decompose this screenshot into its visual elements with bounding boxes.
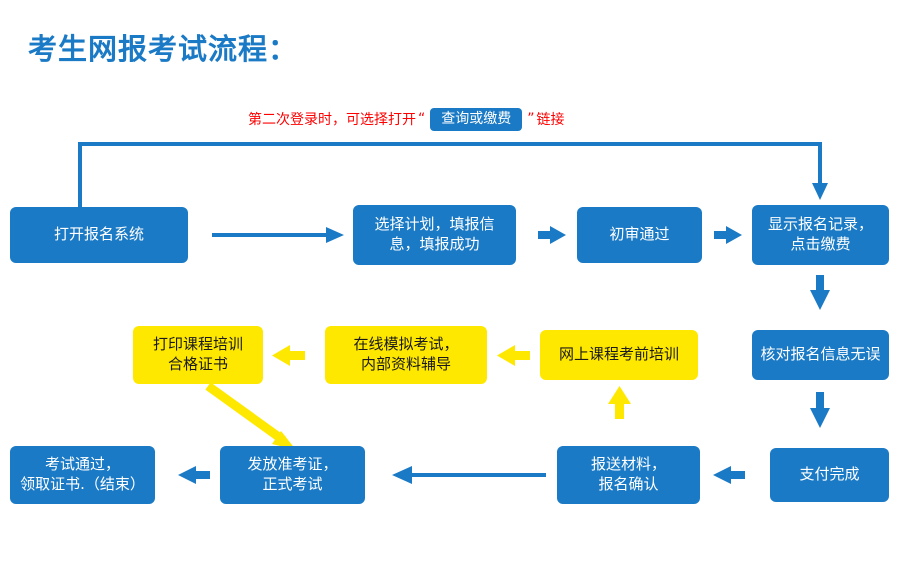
page-title: 考生网报考试流程： xyxy=(28,32,299,66)
node-verify-registration-info[interactable]: 核对报名信息无误 xyxy=(752,330,889,380)
node-online-mock-exam[interactable]: 在线模拟考试， 内部资料辅导 xyxy=(325,326,487,384)
annotation-suffix: 链接 xyxy=(536,112,565,128)
node-issue-admission-ticket[interactable]: 发放准考证， 正式考试 xyxy=(220,446,365,504)
node-select-plan-fill-info[interactable]: 选择计划，填报信 息，填报成功 xyxy=(353,205,516,265)
connector-n10-n11 xyxy=(392,466,546,484)
connector-loop-top xyxy=(78,142,828,207)
connector-n8-n11 xyxy=(205,382,296,450)
connector-n1-n2 xyxy=(212,227,344,243)
connector-n3-n4 xyxy=(714,226,742,244)
node-online-pre-exam-training[interactable]: 网上课程考前培训 xyxy=(540,330,698,380)
connector-n9-n10 xyxy=(713,466,745,484)
node-submit-materials-confirm[interactable]: 报送材料， 报名确认 xyxy=(557,446,700,504)
node-payment-complete[interactable]: 支付完成 xyxy=(770,448,889,502)
connector-n7-n8 xyxy=(272,345,305,366)
annotation-close-quote: ” xyxy=(527,111,535,127)
connector-n5-n9 xyxy=(810,392,830,428)
connector-n2-n3 xyxy=(538,226,566,244)
annotation-open-quote: “ xyxy=(418,111,426,127)
node-open-registration-system[interactable]: 打开报名系统 xyxy=(10,207,188,263)
annotation-prefix: 第二次登录时，可选择打开 xyxy=(248,112,416,128)
annotation-note: 第二次登录时，可选择打开 “ 查询或缴费 ” 链接 xyxy=(248,106,565,132)
connector-n11-n12 xyxy=(178,466,210,484)
query-or-pay-button[interactable]: 查询或缴费 xyxy=(430,107,523,131)
node-initial-review-passed[interactable]: 初审通过 xyxy=(577,207,702,263)
connector-n4-n5 xyxy=(810,275,830,310)
connector-n10-n6 xyxy=(608,386,631,419)
node-exam-passed-get-certificate[interactable]: 考试通过， 领取证书.（结束） xyxy=(10,446,155,504)
node-print-training-certificate[interactable]: 打印课程培训 合格证书 xyxy=(133,326,263,384)
node-show-record-click-pay[interactable]: 显示报名记录， 点击缴费 xyxy=(752,205,889,265)
connector-n6-n7 xyxy=(497,345,530,366)
